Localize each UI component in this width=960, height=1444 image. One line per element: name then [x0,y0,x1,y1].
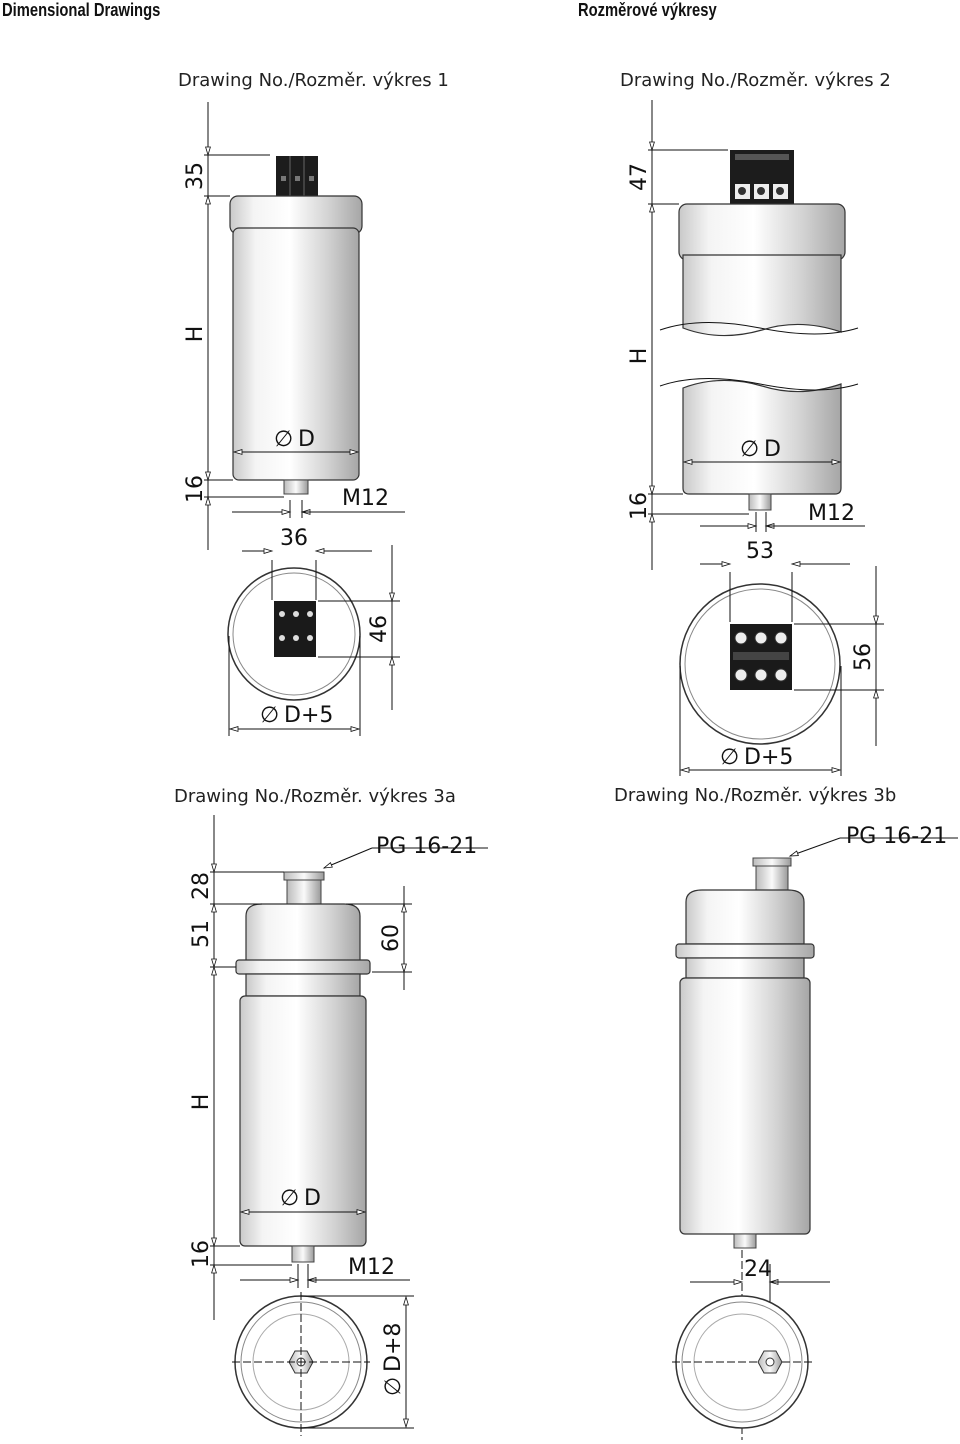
drawing-3a-dim-cap: 51 [189,920,214,948]
drawing-1-plan-terminal [274,601,316,657]
drawing-1-dim-diameter: D [298,427,315,452]
drawing-2-dim-diameter: D [764,437,781,462]
drawing-2-stud [748,493,772,511]
drawing-2-dim-outer: D+5 [744,745,793,770]
drawing-2-lid [678,203,846,261]
drawing-1-stud [283,479,309,495]
drawing-3a-dim-diameter-symbol: ∅ [280,1186,299,1211]
drawing-3a-dim-thread: M12 [348,1255,395,1280]
drawing-3a-collar [235,959,371,975]
drawing-3a-dim-capfull: 60 [379,924,404,952]
drawing-1-terminal [276,156,318,196]
drawing-3b-gland-label: PG 16-21 [846,824,947,849]
drawing-3b-can [679,977,811,1235]
drawing-1-dim-top: 35 [183,162,208,190]
drawing-2-dim-height: H [627,348,652,365]
drawing-3a-can [239,995,367,1247]
drawing-2-dim-top: 47 [627,163,652,191]
drawing-1-dim-bottom: 16 [183,475,208,503]
drawing-1-dim-outer-symbol: ∅ [260,703,279,728]
drawing-3b-collar [675,943,815,959]
drawing-2-terminal [730,150,794,204]
drawing-2-dim-diameter-symbol: ∅ [740,437,759,462]
drawing-3a-dim-height: H [189,1094,214,1111]
drawing-3a: Drawing No./Rozměr. výkres 3a PG 16-21 2… [174,786,488,1436]
drawing-1-title: Drawing No./Rozměr. výkres 1 [178,70,449,91]
drawing-1-dim-diameter-symbol: ∅ [274,427,293,452]
drawing-3b-cap [685,889,805,945]
drawing-3a-stud [291,1245,315,1263]
drawing-1-can [232,227,360,481]
drawing-3a-dim-outer-symbol: ∅ [381,1377,406,1396]
header-right: Rozměrové výkresy [578,0,717,20]
drawing-1-dim-outer: D+5 [284,703,333,728]
drawing-1-dim-thread: M12 [342,486,389,511]
drawing-1: Drawing No./Rozměr. výkres 1 35 H 16 ∅ [178,70,449,736]
drawing-2: Drawing No./Rozměr. výkres 2 47 H 16 [620,70,891,776]
drawing-3b-dim-width: 24 [744,1257,772,1282]
drawing-1-dim-height: H [183,326,208,343]
drawing-2-can-lower [682,379,842,495]
drawing-3a-dim-top: 28 [189,872,214,900]
drawing-1-dim-width: 36 [280,526,308,551]
drawing-2-can-upper [682,254,842,337]
drawing-2-title: Drawing No./Rozměr. výkres 2 [620,70,891,91]
drawing-2-dim-bottom: 16 [627,492,652,520]
drawing-3b-title: Drawing No./Rozměr. výkres 3b [614,785,896,806]
drawing-3a-cap [245,903,361,963]
drawing-1-dim-depth: 46 [367,615,392,643]
drawing-2-dim-thread: M12 [808,501,855,526]
header-left: Dimensional Drawings [2,0,161,20]
drawing-3b: Drawing No./Rozměr. výkres 3b PG 16-21 2… [614,785,958,1440]
drawing-2-dim-outer-symbol: ∅ [720,745,739,770]
drawing-3a-dim-bottom: 16 [189,1240,214,1268]
drawing-2-dim-depth: 56 [851,643,876,671]
drawing-3a-dim-outer: D+8 [381,1323,406,1372]
drawing-2-dim-width: 53 [746,539,774,564]
drawing-3a-dim-diameter: D [304,1186,321,1211]
drawing-3a-title: Drawing No./Rozměr. výkres 3a [174,786,456,807]
drawing-3b-stud [733,1233,757,1249]
drawing-3a-gland-label: PG 16-21 [376,834,477,859]
